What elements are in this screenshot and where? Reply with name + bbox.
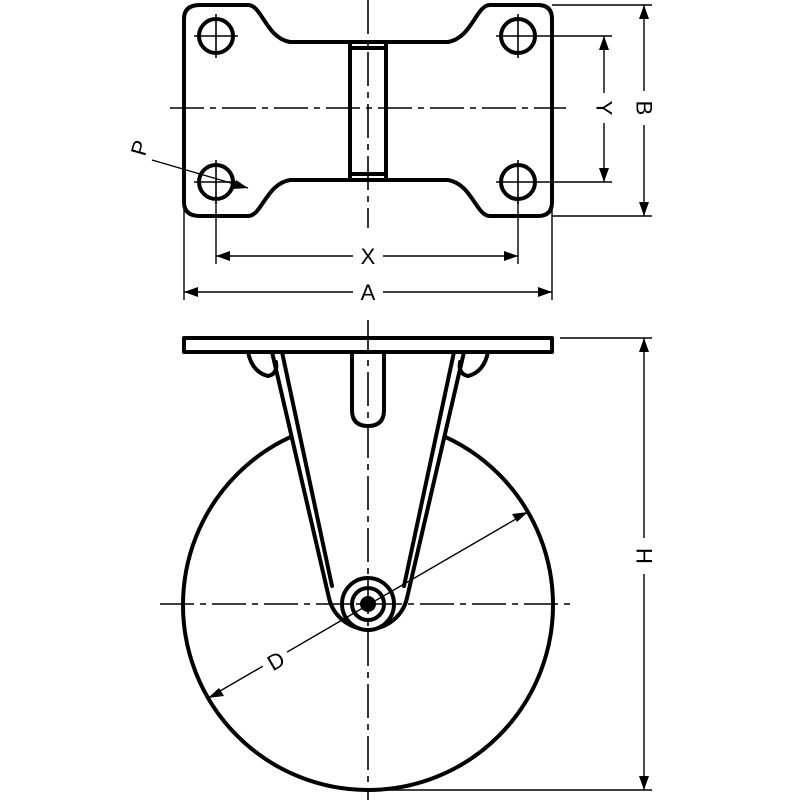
dimension-x-label: X: [361, 244, 376, 269]
top-view: P X A Y B: [126, 0, 658, 305]
bolt-hole-bottom-left: [194, 160, 238, 204]
dimension-b-arrow-bottom: [639, 202, 649, 216]
bolt-hole-top-right: [496, 14, 540, 58]
dimension-a-arrow-right: [538, 287, 552, 297]
dimension-b-arrow-top: [639, 5, 649, 19]
dimension-x-arrow-left: [216, 251, 230, 261]
dimension-d-line: [207, 511, 529, 699]
dimension-h-arrow-bottom: [639, 776, 649, 790]
dimension-a-label: A: [361, 280, 376, 305]
dimension-p-leader: [151, 159, 249, 189]
dimension-y-arrow-bottom: [599, 168, 609, 182]
side-view: D H: [160, 320, 658, 800]
dimension-h-arrow-top: [639, 338, 649, 352]
dimension-h-label: H: [632, 548, 657, 564]
fork-inner-edge-right: [402, 350, 456, 588]
gusset-right: [457, 350, 490, 378]
gusset-left: [246, 350, 279, 378]
dimension-y-label: Y: [592, 101, 617, 116]
fork-inner-edge: [280, 350, 334, 588]
dimension-a-arrow-left: [184, 287, 198, 297]
dimension-d-arrow-upper: [512, 512, 528, 522]
bolt-hole-bottom-right: [496, 160, 540, 204]
dimension-y-arrow-top: [599, 36, 609, 50]
dimension-p-label: P: [126, 137, 154, 158]
dimension-p-arrow: [233, 180, 248, 189]
dimension-x-arrow-right: [504, 251, 518, 261]
dimension-d-arrow-lower: [208, 688, 224, 698]
dimension-b-label: B: [632, 101, 657, 116]
bolt-hole-top-left: [194, 14, 238, 58]
